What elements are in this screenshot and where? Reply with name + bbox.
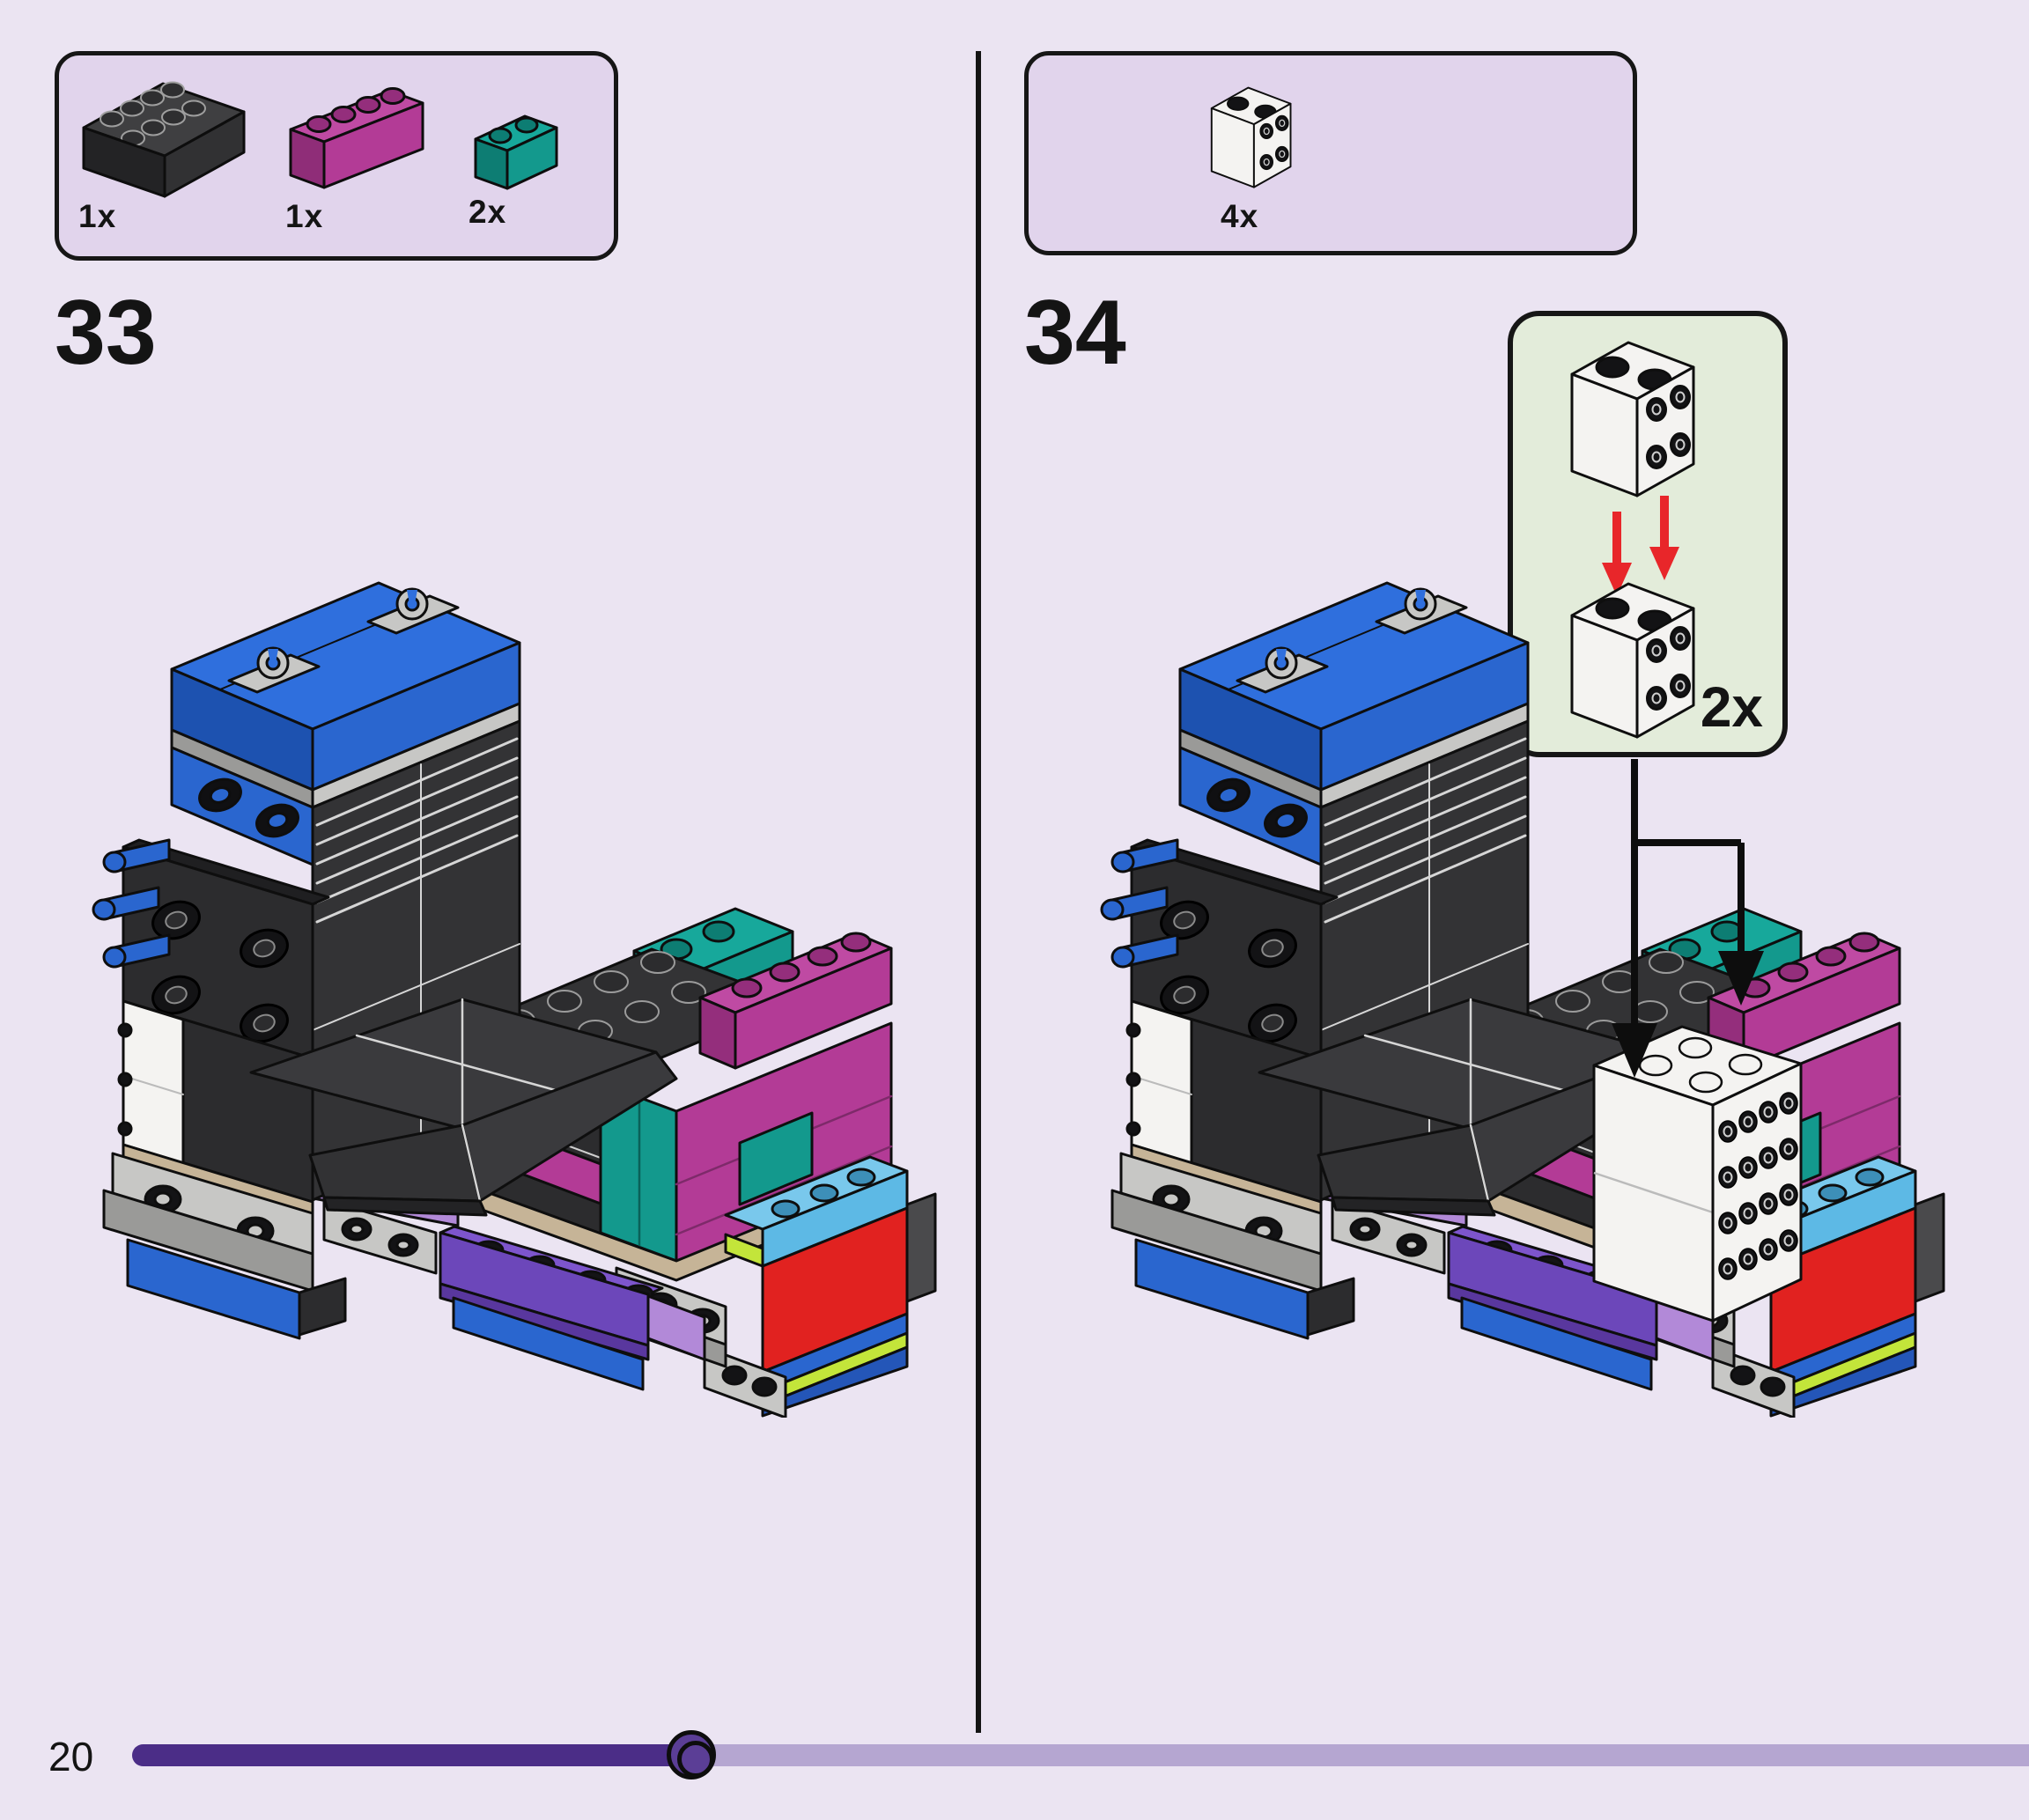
step-33-parts-box: 1x 1x — [55, 51, 618, 261]
red-assembly-arrows — [1602, 496, 1679, 596]
step-divider-line — [976, 51, 981, 1733]
brick-1x4-magenta-icon — [289, 87, 424, 189]
part-brick-1x2x2-side-studs-white: 4x — [1205, 75, 1302, 234]
step-number-34: 34 — [1024, 282, 1126, 384]
side-stud-rings — [1718, 1092, 1798, 1280]
white-brick-upper — [1570, 341, 1695, 497]
part-count-label: 1x — [285, 198, 324, 234]
lego-model-step-34 — [1026, 537, 2029, 1418]
sub-assembly-callout: 2x — [1508, 311, 1788, 757]
part-brick-2x4-black: 1x — [75, 71, 251, 234]
brick-1x2-teal-icon — [474, 114, 558, 190]
progress-knob[interactable] — [667, 1730, 716, 1779]
progress-bar-fill — [132, 1744, 691, 1766]
step-34-parts-box: 4x — [1024, 51, 1637, 255]
callout-count-label: 2x — [1700, 675, 1763, 739]
white-brick-stack — [1592, 1025, 1803, 1323]
part-brick-1x2-teal: 2x — [469, 104, 574, 230]
sub-assembly-diagram — [1570, 341, 1695, 739]
page-number: 20 — [48, 1734, 94, 1779]
brick-2x4-black-icon — [82, 81, 246, 198]
part-brick-1x4-magenta: 1x — [284, 84, 442, 234]
part-count-label: 1x — [78, 198, 117, 234]
placement-arrows — [1612, 759, 1764, 1078]
part-count-label: 2x — [469, 194, 507, 230]
part-count-label: 4x — [1221, 198, 1259, 234]
brick-1x2x2-side-stud-white-icon — [1205, 75, 1296, 195]
step-number-33: 33 — [55, 282, 157, 384]
progress-bar-track[interactable] — [132, 1744, 2029, 1766]
lego-model-step-33 — [88, 537, 951, 1418]
